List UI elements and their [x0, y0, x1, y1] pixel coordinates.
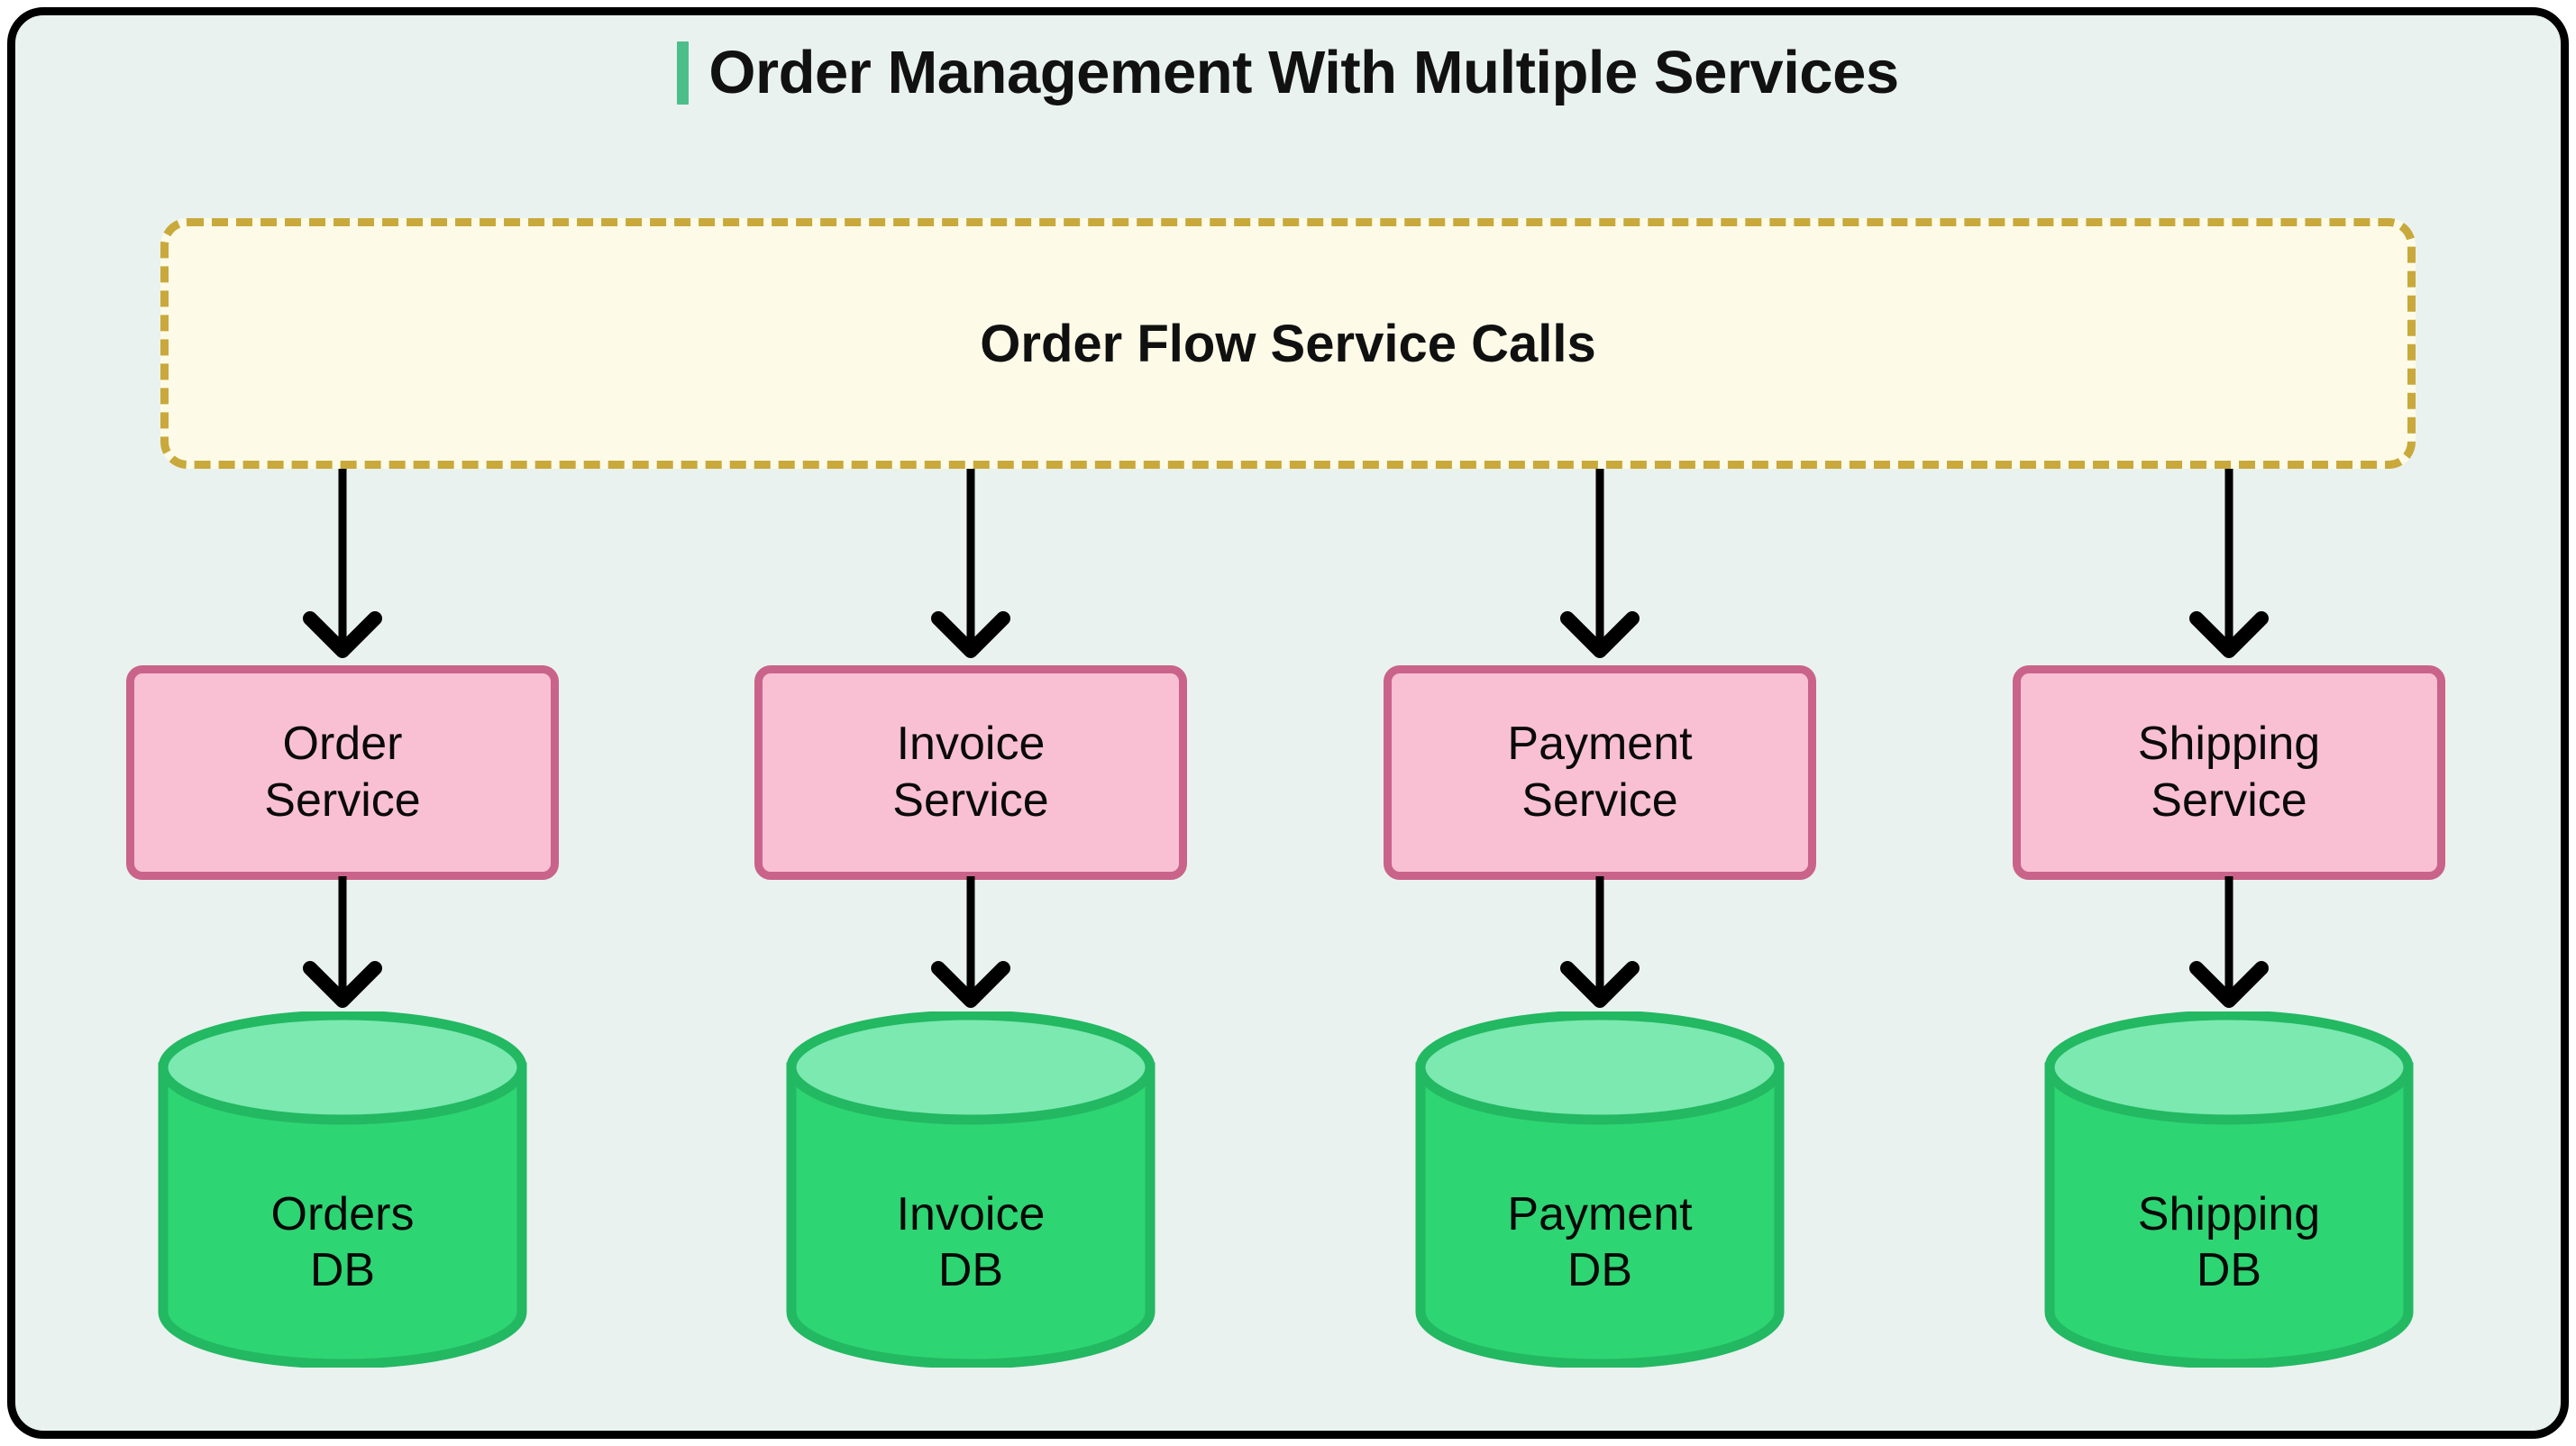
database-label-line1: Orders	[270, 1188, 415, 1241]
page-title-text: Order Management With Multiple Services	[708, 39, 1899, 106]
database-cylinder-icon	[1415, 1011, 1785, 1368]
database-cylinder-icon	[158, 1011, 527, 1368]
database-cylinder-payment[interactable]: Payment DB	[1415, 1011, 1785, 1368]
database-label-line2: DB	[937, 1243, 1004, 1296]
database-cylinder-orders[interactable]: Orders DB	[158, 1011, 527, 1368]
title-accent-bar	[677, 41, 690, 105]
database-label: Payment DB	[1415, 1011, 1785, 1368]
service-label-line1: Payment	[1507, 717, 1693, 770]
database-label-line1: Shipping	[2137, 1188, 2321, 1241]
service-label-line2: Service	[264, 774, 421, 827]
database-cylinder-shipping[interactable]: Shipping DB	[2044, 1011, 2414, 1368]
service-label-line1: Invoice	[896, 717, 1046, 770]
service-box-order[interactable]: Order Service	[126, 665, 559, 880]
service-label-line2: Service	[892, 774, 1049, 827]
order-flow-group-label: Order Flow Service Calls	[980, 314, 1596, 373]
service-box-shipping[interactable]: Shipping Service	[2013, 665, 2445, 880]
order-flow-group-container: Order Flow Service Calls	[160, 218, 2416, 469]
database-cylinder-icon	[2044, 1011, 2414, 1368]
service-label-line2: Service	[2151, 774, 2307, 827]
page-title: Order Management With Multiple Services	[0, 38, 2576, 107]
column-payment: Payment Service Payment DB	[1366, 0, 1834, 1446]
database-label-line1: Invoice	[896, 1188, 1046, 1241]
service-label-line1: Shipping	[2137, 717, 2321, 770]
column-order: Order Service Orders DB	[108, 0, 577, 1446]
service-box-payment[interactable]: Payment Service	[1384, 665, 1816, 880]
database-label: Invoice DB	[786, 1011, 1156, 1368]
column-invoice: Invoice Service Invoice DB	[736, 0, 1205, 1446]
database-label-line2: DB	[309, 1243, 376, 1296]
service-label-line2: Service	[1521, 774, 1678, 827]
database-cylinder-invoice[interactable]: Invoice DB	[786, 1011, 1156, 1368]
database-label-line2: DB	[2196, 1243, 2262, 1296]
database-label: Shipping DB	[2044, 1011, 2414, 1368]
database-cylinder-icon	[786, 1011, 1156, 1368]
service-label-line1: Order	[282, 717, 403, 770]
database-label-line1: Payment	[1507, 1188, 1693, 1241]
database-label-line2: DB	[1567, 1243, 1633, 1296]
database-label: Orders DB	[158, 1011, 527, 1368]
service-box-invoice[interactable]: Invoice Service	[754, 665, 1187, 880]
